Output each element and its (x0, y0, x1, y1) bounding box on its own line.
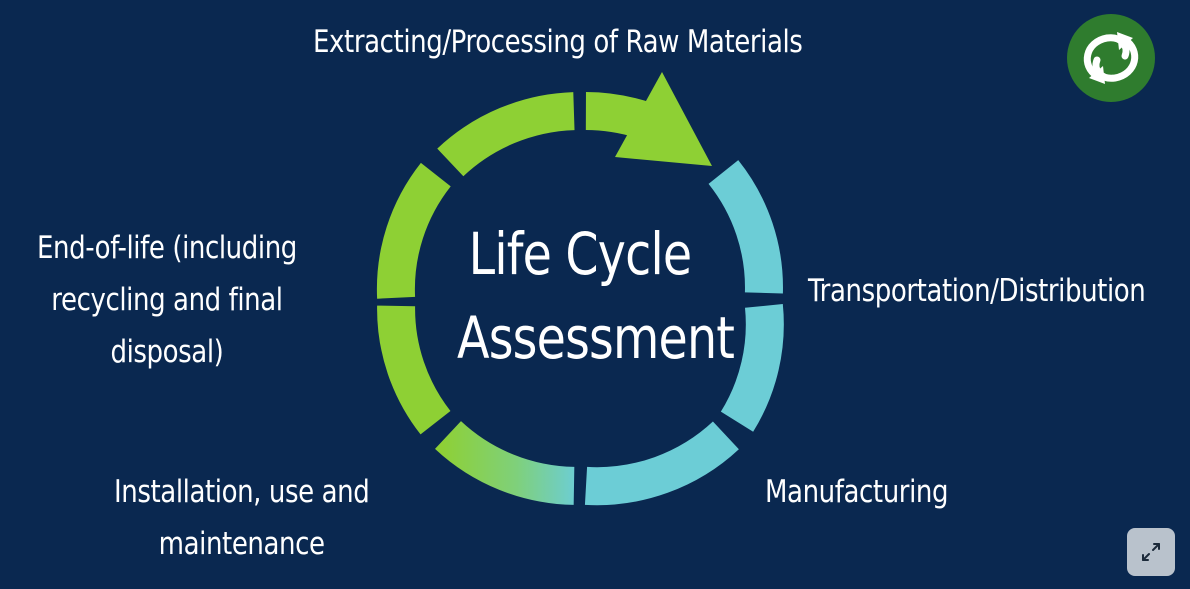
stage-label-raw-materials: Extracting/Processing of Raw Materials (313, 16, 803, 68)
stage-label-transportation: Transportation/Distribution (808, 265, 1146, 317)
ring-segment-bottom-right (584, 421, 739, 506)
stage-label-transportation-line: Transportation/Distribution (808, 273, 1146, 309)
ring-segment-top-left (437, 92, 575, 177)
ring-arrow-head (615, 72, 712, 166)
stage-label-installation-line-2: maintenance (158, 526, 325, 562)
expand-arrows-icon (1142, 543, 1160, 561)
stage-label-end-of-life: End-of-life (including recycling and fin… (37, 222, 297, 378)
ring-segment-left-upper (376, 162, 451, 299)
ring-segment-right-upper (708, 160, 783, 294)
center-title-line-2: Assessment (457, 304, 735, 372)
ring-segment-bottom-left (435, 420, 575, 505)
expand-button[interactable] (1127, 528, 1175, 576)
stage-label-end-of-life-line-3: disposal) (110, 334, 224, 370)
stage-label-installation: Installation, use and maintenance (114, 466, 370, 570)
ring-segment-right-lower (720, 304, 784, 432)
stage-label-manufacturing-line: Manufacturing (765, 474, 949, 510)
stage-label-end-of-life-line-2: recycling and final (51, 282, 283, 318)
center-title-line-1: Life Cycle (468, 220, 692, 288)
stage-label-raw-materials-line: Extracting/Processing of Raw Materials (313, 24, 803, 60)
ring-segment-left-lower (377, 305, 451, 435)
stage-label-manufacturing: Manufacturing (765, 466, 949, 518)
stage-label-end-of-life-line-1: End-of-life (including (37, 230, 297, 266)
center-title: Life Cycle Assessment (457, 212, 735, 380)
stage-label-installation-line-1: Installation, use and (114, 474, 370, 510)
recycle-arrows-icon (1067, 14, 1155, 102)
